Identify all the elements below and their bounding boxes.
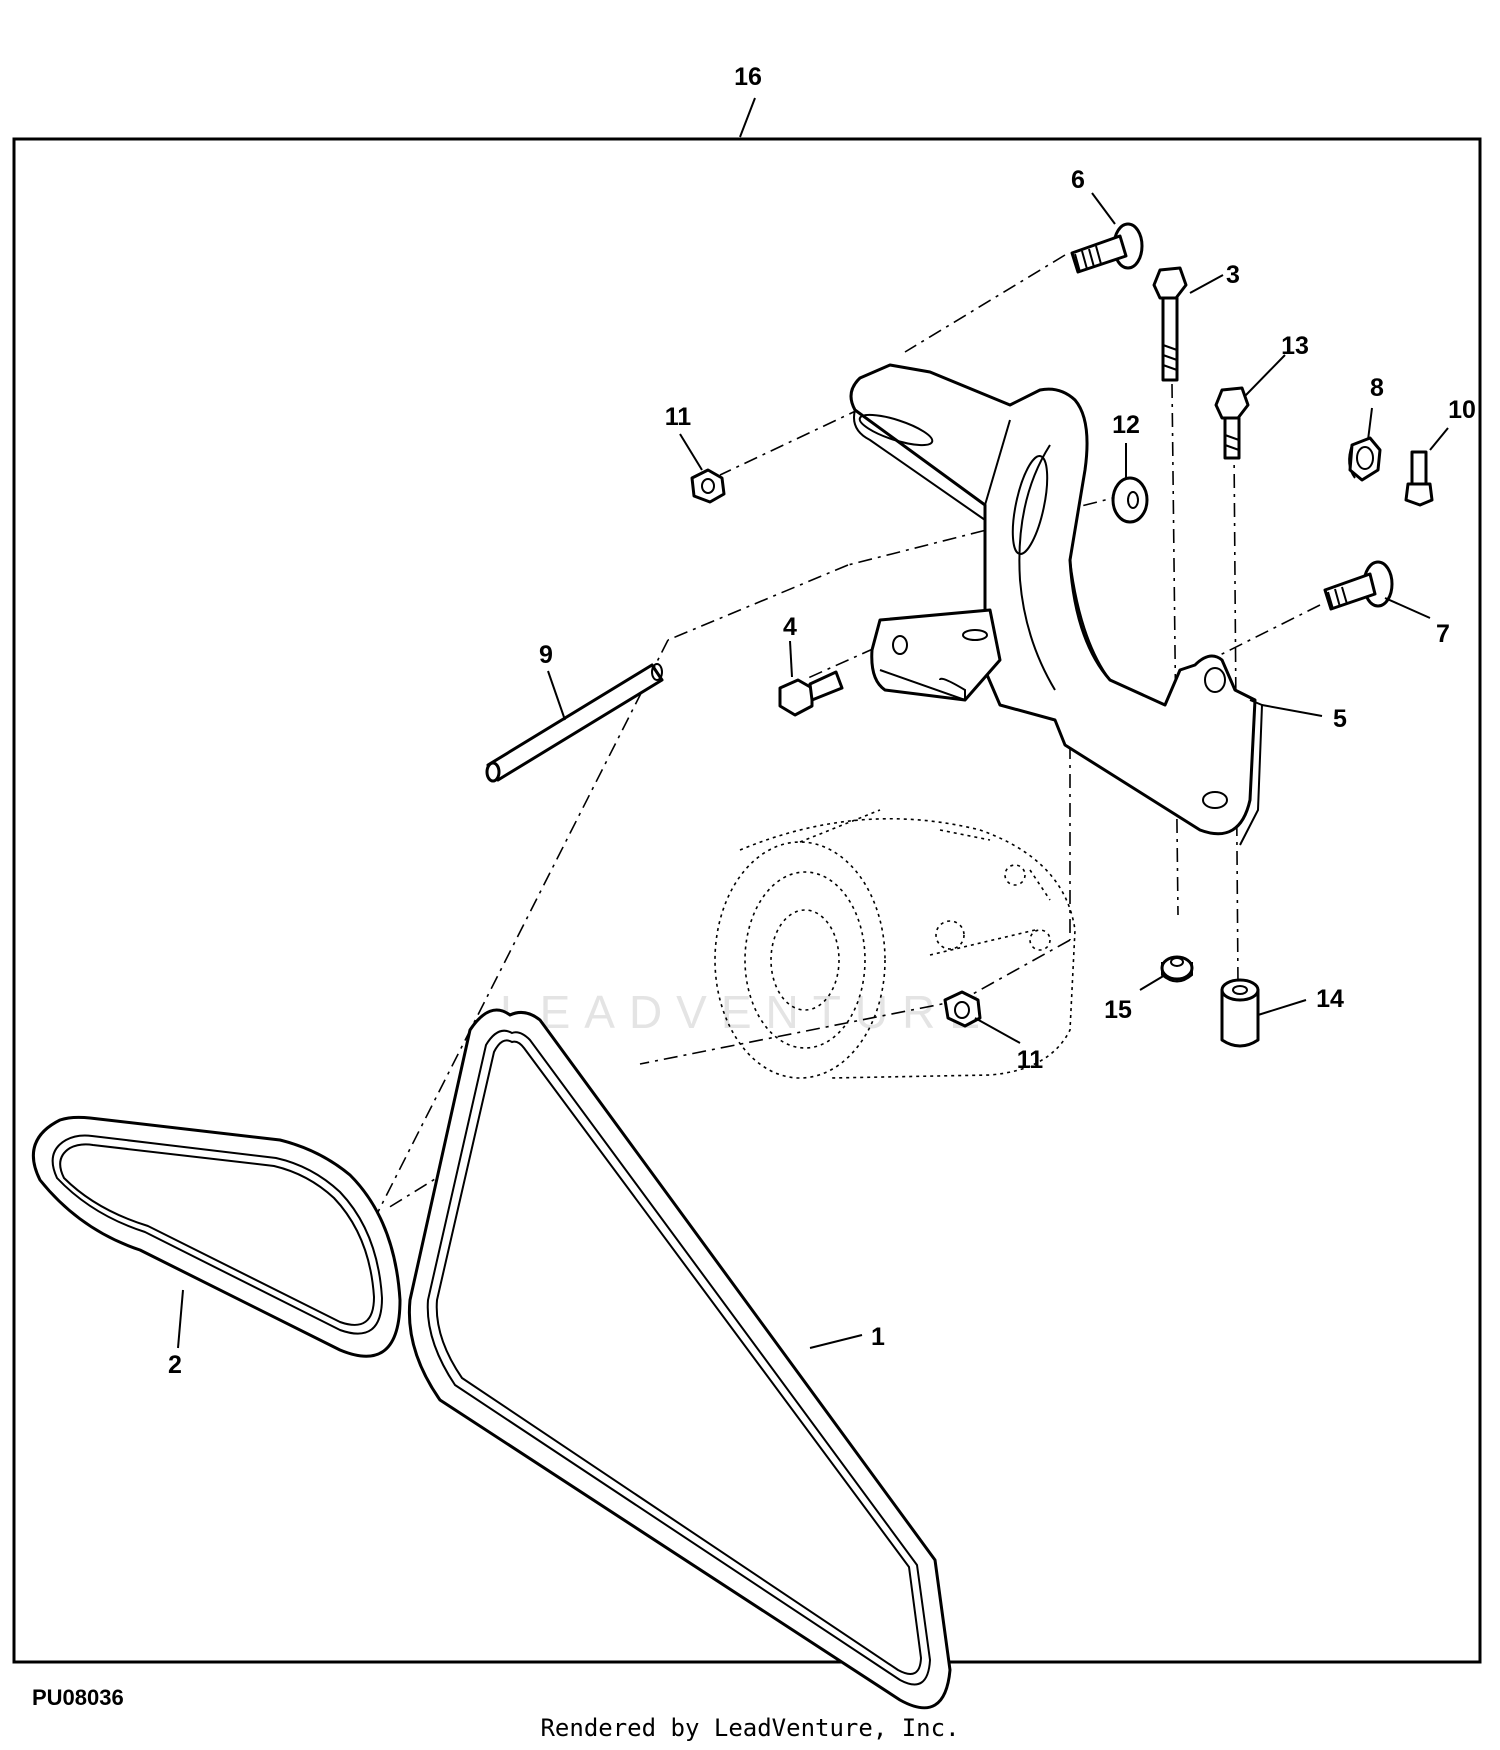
callout-11-upper: 11 — [665, 403, 692, 431]
callout-3: 3 — [1226, 261, 1240, 289]
assembly-frame — [12, 137, 1482, 1664]
washer-item-12 — [1111, 476, 1149, 524]
callout-8: 8 — [1370, 374, 1384, 402]
callout-labels: 16 6 3 13 8 10 11 12 7 5 4 9 11 15 14 1 … — [168, 63, 1476, 1379]
callout-4: 4 — [783, 613, 797, 641]
bracket — [849, 363, 1264, 846]
callout-1: 1 — [871, 1323, 885, 1351]
callout-6: 6 — [1071, 166, 1085, 194]
figure-code: PU08036 — [32, 1685, 124, 1710]
leader-lines — [177, 97, 1449, 1349]
callout-2: 2 — [168, 1351, 182, 1379]
bolt-item-4 — [778, 670, 844, 717]
bolt-item-10 — [1404, 450, 1434, 507]
callout-14: 14 — [1316, 985, 1344, 1013]
callout-15: 15 — [1104, 996, 1132, 1024]
callout-13: 13 — [1281, 332, 1309, 360]
compressor-phantom — [714, 809, 1076, 1079]
spacer-item-14 — [1220, 978, 1260, 1048]
rod-item-9 — [485, 663, 664, 783]
bolt-item-6 — [1070, 222, 1144, 274]
belt-small — [31, 1115, 402, 1358]
nut-item-8 — [1348, 436, 1382, 482]
nut-item-11-upper — [690, 468, 726, 504]
callout-5: 5 — [1333, 705, 1347, 733]
nut-item-11-lower — [943, 990, 982, 1028]
bolt-item-13 — [1214, 386, 1250, 460]
callout-11-lower: 11 — [1017, 1046, 1044, 1074]
render-credit: Rendered by LeadVenture, Inc. — [540, 1714, 960, 1742]
callout-12: 12 — [1112, 411, 1140, 439]
callout-16: 16 — [734, 63, 762, 91]
spacer-item-15 — [1160, 955, 1194, 983]
callout-7: 7 — [1436, 620, 1450, 648]
belt-large — [407, 1008, 952, 1710]
callout-10: 10 — [1448, 396, 1476, 424]
bolt-item-7 — [1323, 560, 1394, 611]
bolt-item-3 — [1152, 266, 1188, 382]
callout-9: 9 — [539, 641, 553, 669]
